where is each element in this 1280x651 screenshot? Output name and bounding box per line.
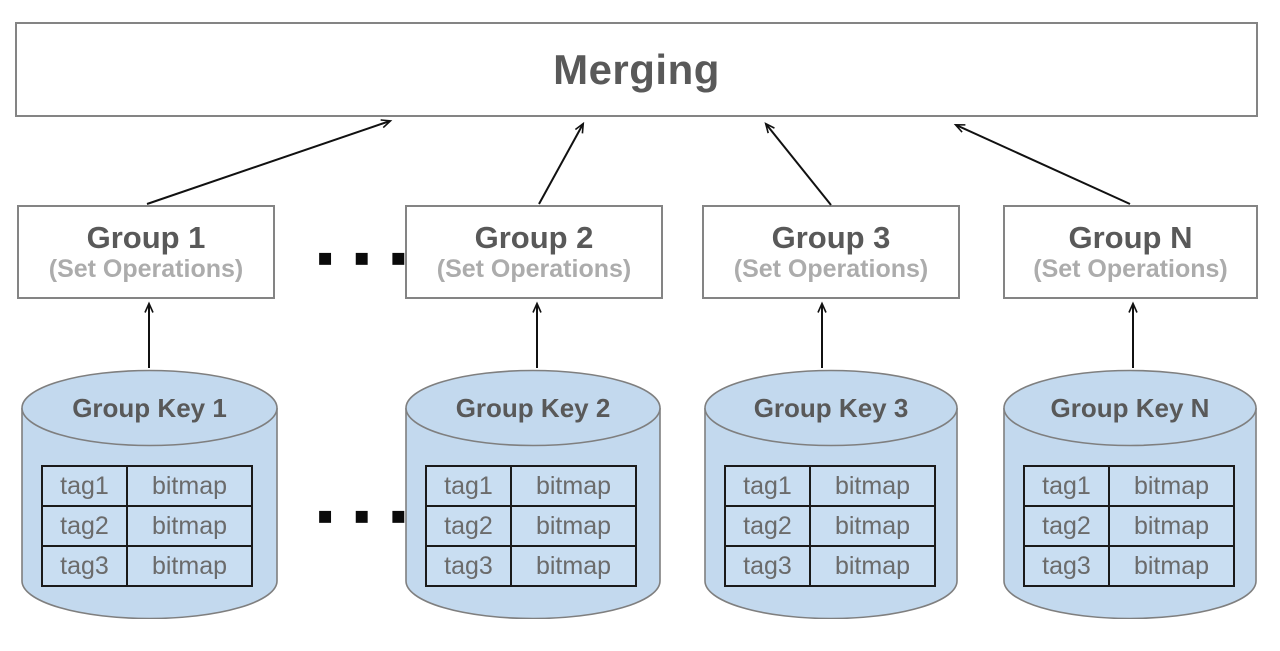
bitmap-cell: bitmap <box>1108 505 1235 547</box>
tag-bitmap-table-1: tag1 bitmap tag2 bitmap tag3 bitmap <box>41 465 253 587</box>
tag-bitmap-table-2: tag1 bitmap tag2 bitmap tag3 bitmap <box>425 465 637 587</box>
group-box-n: Group N (Set Operations) <box>1003 205 1258 299</box>
group-box-2: Group 2 (Set Operations) <box>405 205 663 299</box>
tag-bitmap-table-n: tag1 bitmap tag2 bitmap tag3 bitmap <box>1023 465 1235 587</box>
tag-bitmap-table-3: tag1 bitmap tag2 bitmap tag3 bitmap <box>724 465 936 587</box>
table-row: tag1 bitmap <box>724 465 936 507</box>
ellipsis-groups: ▪ ▪ ▪ <box>317 243 413 271</box>
tag-cell: tag3 <box>724 545 811 587</box>
group-subtitle-1: (Set Operations) <box>48 255 244 284</box>
tag-cell: tag3 <box>41 545 128 587</box>
tag-cell: tag2 <box>1023 505 1110 547</box>
table-row: tag3 bitmap <box>41 545 253 587</box>
merging-title: Merging <box>553 45 720 93</box>
table-row: tag2 bitmap <box>724 505 936 547</box>
group-title-2: Group 2 <box>474 219 594 255</box>
table-row: tag3 bitmap <box>724 545 936 587</box>
tag-cell: tag1 <box>724 465 811 507</box>
group-title-n: Group N <box>1068 219 1193 255</box>
cylinder-1: Group Key 1 tag1 bitmap tag2 bitmap tag3… <box>21 369 278 619</box>
cylinder-3: Group Key 3 tag1 bitmap tag2 bitmap tag3… <box>704 369 958 619</box>
group-box-1: Group 1 (Set Operations) <box>17 205 275 299</box>
group-subtitle-n: (Set Operations) <box>1033 255 1228 284</box>
group-key-label-1: Group Key 1 <box>72 393 227 423</box>
table-row: tag2 bitmap <box>425 505 637 547</box>
table-row: tag2 bitmap <box>41 505 253 547</box>
table-row: tag3 bitmap <box>1023 545 1235 587</box>
cylinder-n: Group Key N tag1 bitmap tag2 bitmap tag3… <box>1003 369 1257 619</box>
tag-cell: tag3 <box>1023 545 1110 587</box>
tag-cell: tag1 <box>41 465 128 507</box>
bitmap-cell: bitmap <box>126 545 253 587</box>
bitmap-cell: bitmap <box>1108 465 1235 507</box>
cylinder-2: Group Key 2 tag1 bitmap tag2 bitmap tag3… <box>405 369 661 619</box>
bitmap-cell: bitmap <box>809 505 936 547</box>
bitmap-cell: bitmap <box>1108 545 1235 587</box>
table-row: tag1 bitmap <box>41 465 253 507</box>
bitmap-cell: bitmap <box>510 545 637 587</box>
bitmap-cell: bitmap <box>809 545 936 587</box>
bitmap-cell: bitmap <box>126 505 253 547</box>
table-row: tag2 bitmap <box>1023 505 1235 547</box>
ellipsis-cylinders: ▪ ▪ ▪ <box>317 501 413 529</box>
bitmap-cell: bitmap <box>510 505 637 547</box>
group-box-3: Group 3 (Set Operations) <box>702 205 960 299</box>
bitmap-cell: bitmap <box>510 465 637 507</box>
group-key-label-n: Group Key N <box>1050 393 1210 423</box>
arrow-groupn-to-merging <box>953 123 1131 205</box>
arrow-group2-to-merging <box>538 121 585 205</box>
group-title-1: Group 1 <box>86 219 206 255</box>
table-row: tag1 bitmap <box>425 465 637 507</box>
tag-cell: tag2 <box>425 505 512 547</box>
table-row: tag3 bitmap <box>425 545 637 587</box>
bitmap-cell: bitmap <box>126 465 253 507</box>
group-key-label-3: Group Key 3 <box>753 393 909 423</box>
tag-cell: tag3 <box>425 545 512 587</box>
tag-cell: tag2 <box>724 505 811 547</box>
bitmap-cell: bitmap <box>809 465 936 507</box>
group-subtitle-3: (Set Operations) <box>733 255 929 284</box>
arrow-group3-to-merging <box>764 122 832 206</box>
arrow-group1-to-merging <box>146 119 393 205</box>
merging-box: Merging <box>15 22 1258 117</box>
tag-cell: tag1 <box>1023 465 1110 507</box>
table-row: tag1 bitmap <box>1023 465 1235 507</box>
group-key-label-2: Group Key 2 <box>455 393 611 423</box>
tag-cell: tag2 <box>41 505 128 547</box>
tag-cell: tag1 <box>425 465 512 507</box>
group-subtitle-2: (Set Operations) <box>436 255 632 284</box>
group-title-3: Group 3 <box>771 219 891 255</box>
